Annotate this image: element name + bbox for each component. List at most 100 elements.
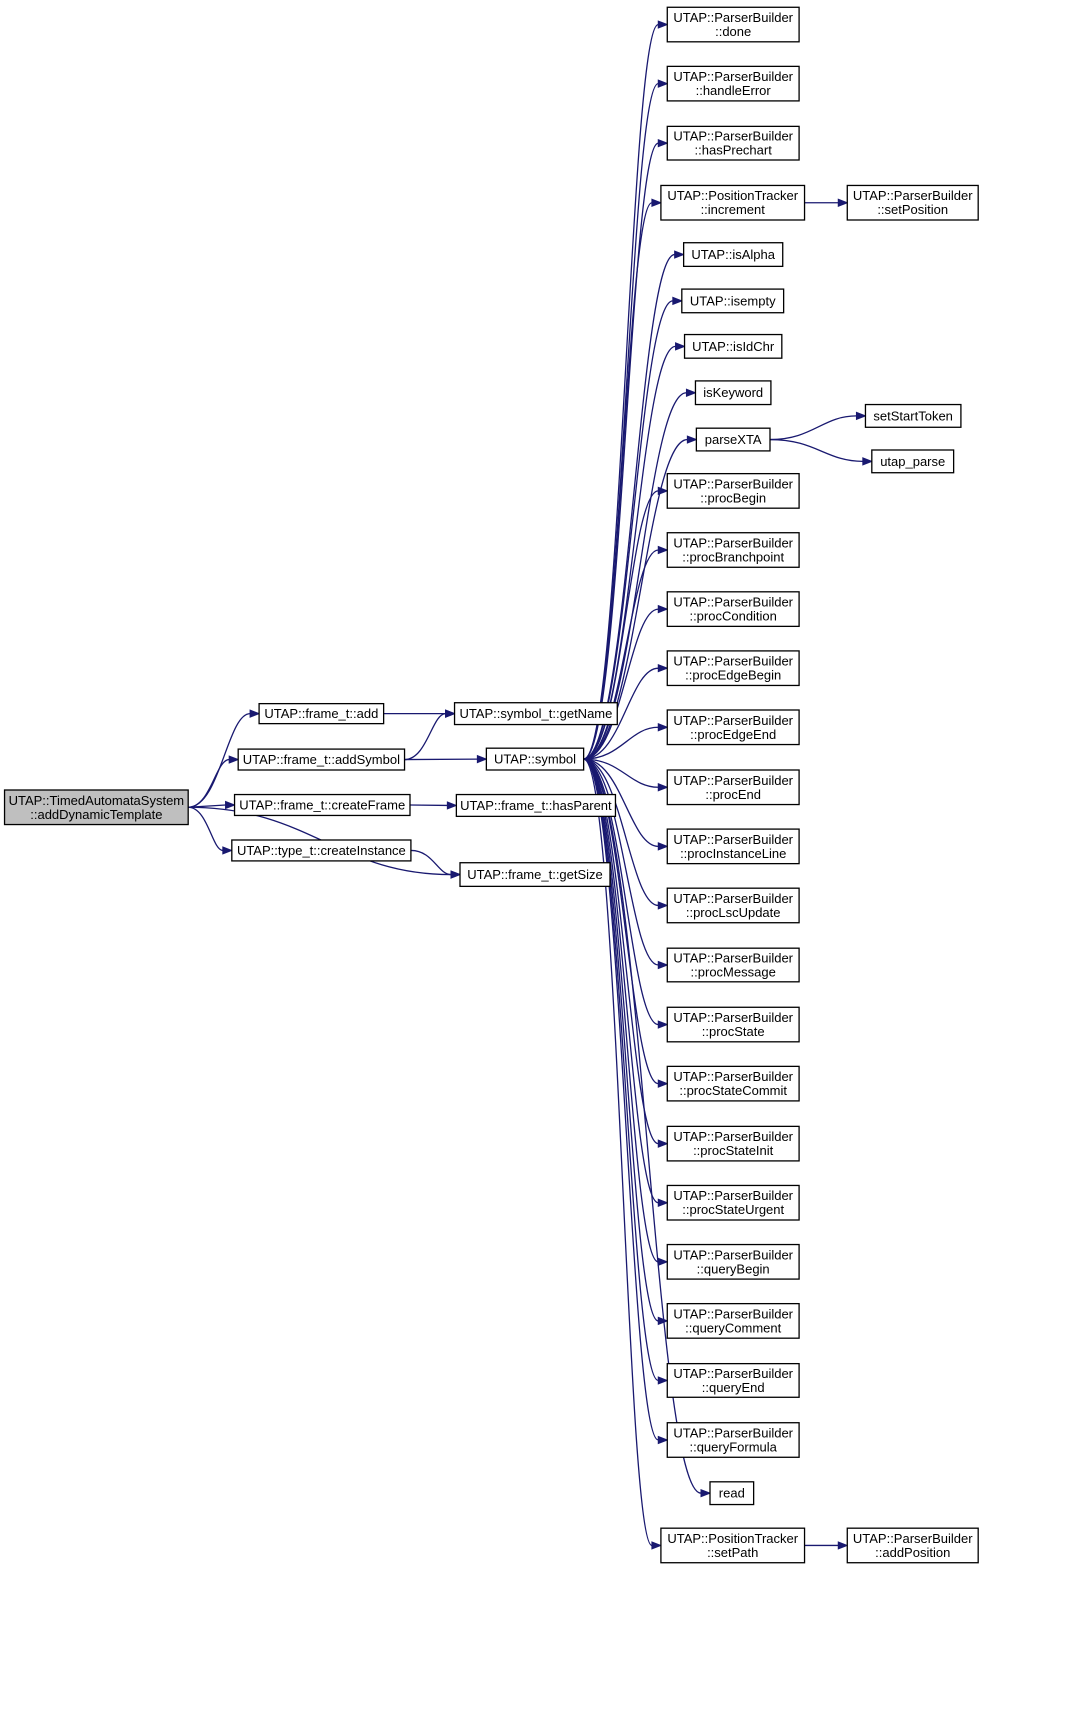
node-box bbox=[666, 1184, 800, 1221]
node-read[interactable]: read bbox=[709, 1481, 755, 1506]
node-handleError[interactable]: UTAP::ParserBuilder::handleError bbox=[666, 65, 800, 102]
arrowhead bbox=[837, 1541, 849, 1550]
edge-symbol-to-procBegin bbox=[583, 486, 669, 760]
node-createInstance[interactable]: UTAP::type_t::createInstance bbox=[231, 839, 412, 862]
edge-symbol-to-queryEnd bbox=[583, 758, 669, 1385]
node-label: UTAP::ParserBuilder bbox=[673, 951, 793, 966]
node-label: UTAP::PositionTracker bbox=[667, 188, 798, 203]
node-label: ::procLscUpdate bbox=[686, 905, 781, 920]
node-increment[interactable]: UTAP::PositionTracker::increment bbox=[660, 184, 806, 221]
node-done[interactable]: UTAP::ParserBuilder::done bbox=[666, 6, 800, 43]
arrowhead bbox=[657, 1079, 669, 1088]
node-box bbox=[666, 591, 800, 628]
node-box bbox=[459, 862, 611, 888]
node-procMessage[interactable]: UTAP::ParserBuilder::procMessage bbox=[666, 947, 800, 983]
node-label: UTAP::ParserBuilder bbox=[673, 654, 793, 669]
arrowhead bbox=[657, 604, 669, 614]
node-queryFormula[interactable]: UTAP::ParserBuilder::queryFormula bbox=[666, 1422, 800, 1458]
edge-symbol-to-procEdgeBegin bbox=[583, 663, 669, 760]
node-label: isKeyword bbox=[703, 385, 763, 400]
node-queryBegin[interactable]: UTAP::ParserBuilder::queryBegin bbox=[666, 1243, 800, 1280]
node-procInstanceLine[interactable]: UTAP::ParserBuilder::procInstanceLine bbox=[666, 828, 800, 865]
node-box bbox=[666, 828, 800, 865]
edge-line bbox=[583, 726, 659, 760]
node-hasPrechart[interactable]: UTAP::ParserBuilder::hasPrechart bbox=[666, 125, 800, 161]
node-procCondition[interactable]: UTAP::ParserBuilder::procCondition bbox=[666, 591, 800, 628]
node-queryComment[interactable]: UTAP::ParserBuilder::queryComment bbox=[666, 1302, 800, 1339]
arrowhead bbox=[685, 388, 697, 397]
node-procEnd[interactable]: UTAP::ParserBuilder::procEnd bbox=[666, 769, 800, 806]
node-label: ::queryBegin bbox=[697, 1261, 770, 1276]
edge-symbol-to-procStateInit bbox=[583, 758, 669, 1148]
node-procBegin[interactable]: UTAP::ParserBuilder::procBegin bbox=[666, 472, 800, 509]
node-label: UTAP::frame_t::hasParent bbox=[460, 798, 612, 813]
arrowhead bbox=[657, 1139, 669, 1148]
node-label: ::procStateCommit bbox=[679, 1083, 787, 1098]
node-label: UTAP::ParserBuilder bbox=[673, 1306, 793, 1321]
node-addSymbol[interactable]: UTAP::frame_t::addSymbol bbox=[237, 748, 406, 771]
node-box bbox=[666, 1125, 800, 1162]
node-label: UTAP::ParserBuilder bbox=[673, 1010, 793, 1025]
edge-line bbox=[583, 758, 659, 1441]
node-label: UTAP::ParserBuilder bbox=[673, 129, 793, 144]
node-label: ::done bbox=[715, 24, 751, 39]
node-add[interactable]: UTAP::frame_t::add bbox=[258, 702, 385, 725]
node-procStateCommit[interactable]: UTAP::ParserBuilder::procStateCommit bbox=[666, 1065, 800, 1102]
node-isAlpha[interactable]: UTAP::isAlpha bbox=[682, 242, 784, 268]
node-box bbox=[666, 1065, 800, 1102]
node-setStartToken[interactable]: setStartToken bbox=[864, 403, 962, 428]
node-label: UTAP::TimedAutomataSystem bbox=[9, 793, 185, 808]
arrowhead bbox=[450, 870, 462, 879]
arrowhead bbox=[476, 754, 488, 764]
node-isempty[interactable]: UTAP::isempty bbox=[681, 288, 785, 314]
node-getSize[interactable]: UTAP::frame_t::getSize bbox=[459, 862, 611, 888]
node-box bbox=[453, 702, 618, 726]
arrowhead bbox=[657, 79, 669, 88]
node-box bbox=[709, 1481, 755, 1506]
node-queryEnd[interactable]: UTAP::ParserBuilder::queryEnd bbox=[666, 1362, 800, 1398]
node-setPath[interactable]: UTAP::PositionTracker::setPath bbox=[660, 1527, 806, 1564]
node-box bbox=[666, 532, 800, 568]
node-procEdgeBegin[interactable]: UTAP::ParserBuilder::procEdgeBegin bbox=[666, 650, 800, 687]
edge-line bbox=[583, 758, 659, 1382]
node-setPosition[interactable]: UTAP::ParserBuilder::setPosition bbox=[846, 184, 979, 221]
node-procStateInit[interactable]: UTAP::ParserBuilder::procStateInit bbox=[666, 1125, 800, 1162]
node-procEdgeEnd[interactable]: UTAP::ParserBuilder::procEdgeEnd bbox=[666, 709, 800, 746]
node-box bbox=[666, 769, 800, 806]
node-label: ::procInstanceLine bbox=[680, 846, 786, 861]
arrowhead bbox=[657, 723, 669, 732]
edge-line bbox=[404, 712, 446, 761]
node-symbol[interactable]: UTAP::symbol bbox=[485, 747, 585, 771]
node-createFrame[interactable]: UTAP::frame_t::createFrame bbox=[233, 793, 411, 817]
node-addPosition[interactable]: UTAP::ParserBuilder::addPosition bbox=[846, 1527, 979, 1564]
node-isIdChr[interactable]: UTAP::isIdChr bbox=[683, 333, 783, 359]
node-getName[interactable]: UTAP::symbol_t::getName bbox=[453, 702, 618, 726]
node-procLscUpdate[interactable]: UTAP::ParserBuilder::procLscUpdate bbox=[666, 887, 800, 924]
node-label: UTAP::frame_t::addSymbol bbox=[243, 752, 400, 767]
edge-line bbox=[583, 608, 659, 760]
node-utap_parse[interactable]: utap_parse bbox=[871, 449, 955, 474]
node-procState[interactable]: UTAP::ParserBuilder::procState bbox=[666, 1006, 800, 1043]
node-procStateUrgent[interactable]: UTAP::ParserBuilder::procStateUrgent bbox=[666, 1184, 800, 1221]
edge-setPath-to-addPosition bbox=[804, 1541, 849, 1550]
node-label: ::hasPrechart bbox=[695, 143, 773, 158]
node-hasParent[interactable]: UTAP::frame_t::hasParent bbox=[455, 793, 617, 818]
node-box bbox=[237, 748, 406, 771]
node-box bbox=[864, 403, 962, 428]
edge-line bbox=[583, 758, 659, 1204]
node-label: UTAP::symbol_t::getName bbox=[459, 706, 612, 721]
node-isKeyword[interactable]: isKeyword bbox=[694, 380, 772, 406]
node-box bbox=[666, 1302, 800, 1339]
node-label: UTAP::PositionTracker bbox=[667, 1531, 798, 1546]
node-procBranchpoint[interactable]: UTAP::ParserBuilder::procBranchpoint bbox=[666, 532, 800, 568]
arrowhead bbox=[657, 545, 669, 555]
edge-parseXTA-to-setStartToken bbox=[769, 411, 867, 441]
arrowhead bbox=[657, 960, 669, 970]
node-parseXTA[interactable]: parseXTA bbox=[695, 427, 771, 452]
node-box bbox=[455, 793, 617, 818]
edge-symbol-to-procLscUpdate bbox=[583, 758, 669, 910]
edge-addSymbol-to-getName bbox=[404, 709, 456, 761]
node-label: setStartToken bbox=[873, 408, 953, 423]
arrowhead bbox=[657, 1376, 669, 1385]
